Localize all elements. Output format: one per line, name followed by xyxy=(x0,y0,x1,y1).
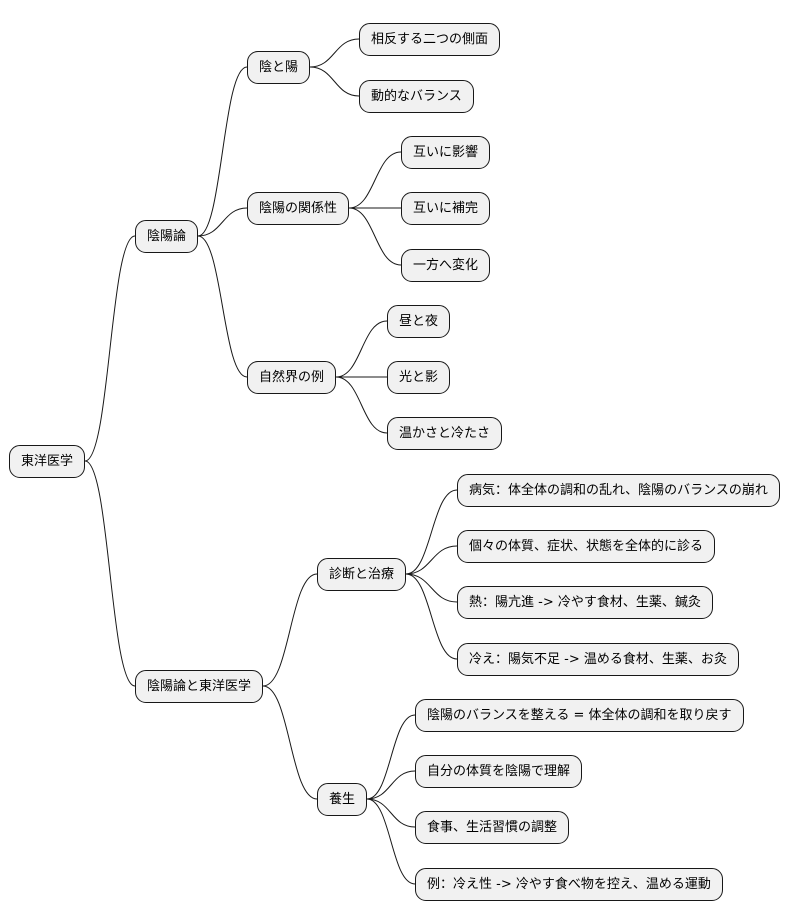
leaf-node: 一方へ変化 xyxy=(401,248,491,282)
topic-node-health-maintenance: 養生 xyxy=(317,782,368,816)
leaf-node: 光と影 xyxy=(387,360,451,394)
connector-line xyxy=(262,685,318,800)
leaf-node: 熱：陽亢進 -> 冷やす食材、生薬、鍼灸 xyxy=(457,585,713,619)
leaf-node: 温かさと冷たさ xyxy=(387,416,503,450)
connector-line xyxy=(262,573,318,687)
connector-line xyxy=(84,460,136,687)
connector-line xyxy=(309,38,360,68)
connector-line xyxy=(366,770,416,800)
connector-line xyxy=(366,798,416,885)
topic-node-yin-and-yang: 陰と陽 xyxy=(247,50,311,84)
leaf-node: 個々の体質、症状、状態を全体的に診る xyxy=(457,529,716,563)
connector-line xyxy=(405,573,458,603)
leaf-node: 相反する二つの側面 xyxy=(359,22,501,56)
connector-line xyxy=(197,66,248,237)
connector-line xyxy=(405,573,458,660)
leaf-node: 冷え：陽気不足 -> 温める食材、生薬、お灸 xyxy=(457,642,739,676)
leaf-node: 例：冷え性 -> 冷やす食べ物を控え、温める運動 xyxy=(415,867,723,901)
connector-line xyxy=(405,489,458,575)
topic-node-yin-yang-relationship: 陰陽の関係性 xyxy=(247,191,350,225)
leaf-node: 食事、生活習慣の調整 xyxy=(415,810,570,844)
connector-line xyxy=(309,66,360,97)
branch-node-yin-yang-and-eastern-medicine: 陰陽論と東洋医学 xyxy=(135,669,264,703)
connector-line xyxy=(366,798,416,828)
connector-line xyxy=(335,376,388,434)
leaf-node: 動的なバランス xyxy=(359,79,474,113)
connector-line xyxy=(84,235,136,462)
connector-line xyxy=(335,320,388,378)
connector-line xyxy=(197,207,248,237)
branch-node-yin-yang-theory: 陰陽論 xyxy=(135,219,199,253)
connector-line xyxy=(197,235,248,378)
connector-line xyxy=(366,714,416,800)
connector-line xyxy=(405,545,458,575)
leaf-node: 自分の体質を陰陽で理解 xyxy=(415,754,583,788)
root-node-eastern-medicine: 東洋医学 xyxy=(9,444,86,478)
topic-node-diagnosis-and-treatment: 診断と治療 xyxy=(317,557,407,591)
connector-line xyxy=(348,151,402,209)
leaf-node: 陰陽のバランスを整える = 体全体の調和を取り戻す xyxy=(415,698,744,732)
connector-line xyxy=(348,207,402,266)
topic-node-nature-examples: 自然界の例 xyxy=(247,360,337,394)
leaf-node: 互いに補完 xyxy=(401,191,491,225)
leaf-node: 互いに影響 xyxy=(401,135,491,169)
leaf-node: 病気：体全体の調和の乱れ、陰陽のバランスの崩れ xyxy=(457,473,780,507)
leaf-node: 昼と夜 xyxy=(387,304,451,338)
